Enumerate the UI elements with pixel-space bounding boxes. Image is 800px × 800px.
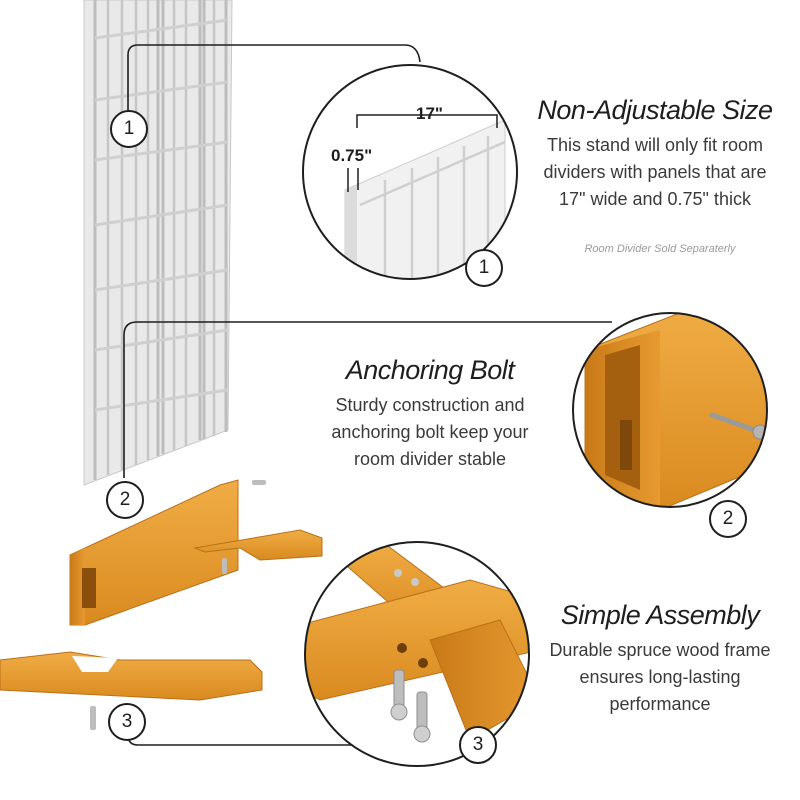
feature-line: ensures long-lasting: [579, 667, 741, 687]
feature-anchoring-bolt: Anchoring Bolt Sturdy construction and a…: [305, 355, 555, 473]
feature-line: 17" wide and 0.75" thick: [559, 189, 751, 209]
wood-base-pieces: [0, 479, 323, 730]
detail-circle-anchoring-bolt: [572, 312, 768, 508]
feature-line: anchoring bolt keep your: [331, 422, 529, 442]
feature-line: dividers with panels that are: [543, 162, 767, 182]
feature-title: Non-Adjustable Size: [537, 95, 773, 125]
detail-circle-assembly: [304, 541, 530, 767]
feature-description: Durable spruce wood frame ensures long-l…: [535, 637, 785, 718]
callout-badge-3-detail: 3: [459, 726, 497, 764]
thickness-dimension-label: 0.75": [331, 146, 373, 165]
feature-line: performance: [609, 694, 711, 714]
callout-badge-2: 2: [106, 481, 144, 519]
feature-description: This stand will only fit room dividers w…: [535, 132, 775, 213]
width-dimension-label: 17": [416, 104, 443, 123]
callout-badge-1: 1: [110, 110, 148, 148]
callout-badge-3: 3: [108, 703, 146, 741]
feature-line: Sturdy construction and: [335, 395, 525, 415]
feature-simple-assembly: Simple Assembly Durable spruce wood fram…: [535, 600, 785, 718]
feature-line: Durable spruce wood frame: [549, 640, 771, 660]
feature-non-adjustable-size: Non-Adjustable Size This stand will only…: [535, 95, 775, 213]
room-divider-panels: [83, 0, 233, 486]
feature-line: This stand will only fit room: [546, 135, 764, 155]
feature-title: Simple Assembly: [560, 600, 760, 630]
callout-badge-2-detail: 2: [709, 500, 747, 538]
sold-separately-note: Room Divider Sold Separaterly: [584, 243, 736, 255]
feature-description: Sturdy construction and anchoring bolt k…: [305, 392, 555, 473]
callout-badge-1-detail: 1: [465, 249, 503, 287]
feature-title: Anchoring Bolt: [345, 355, 515, 385]
feature-line: room divider stable: [353, 449, 507, 469]
